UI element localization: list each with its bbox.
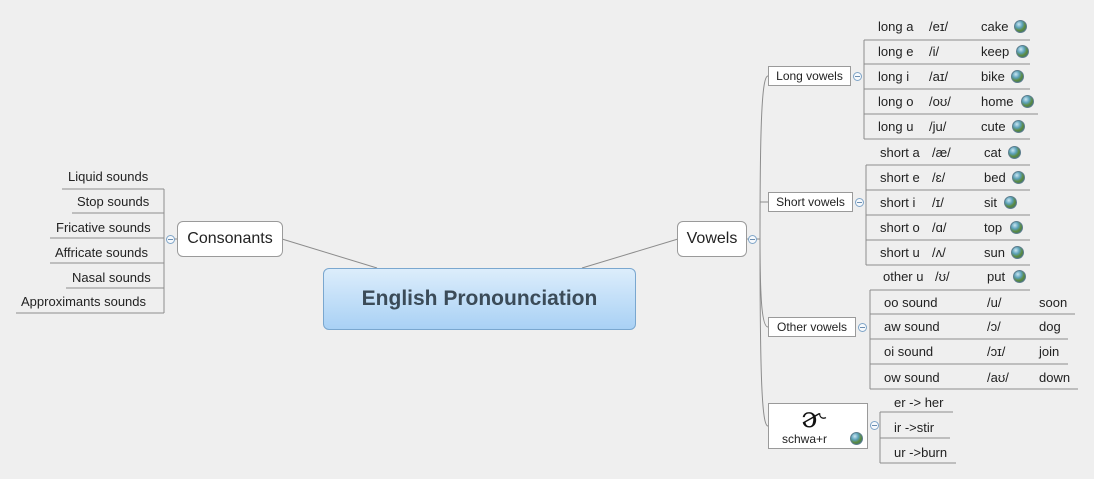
long-vowel-word: cake xyxy=(981,19,1009,34)
long-vowels-topic[interactable]: Long vowels xyxy=(768,66,851,86)
short-vowel-ipa: /ɪ/ xyxy=(932,195,944,210)
short-vowel-ipa: /ɑ/ xyxy=(932,220,947,235)
schwa-r-example[interactable]: ir ->stir xyxy=(894,420,935,435)
audio-globe-icon[interactable] xyxy=(1011,246,1024,259)
vowels-label: Vowels xyxy=(686,230,738,247)
consonant-item-liquid[interactable]: Liquid sounds xyxy=(68,169,149,184)
long-vowel-name: long e xyxy=(878,44,914,59)
long-vowels-label: Long vowels xyxy=(776,69,843,83)
schwa-r-symbol: ɚ xyxy=(801,401,825,434)
consonants-label: Consonants xyxy=(187,230,273,247)
long-vowel-ipa: /i/ xyxy=(929,44,940,59)
short-vowels-collapse-toggle[interactable] xyxy=(855,198,864,207)
schwa-r-label: schwa+r xyxy=(782,432,828,446)
consonants-topic[interactable]: Consonants xyxy=(177,221,283,257)
short-vowels-label: Short vowels xyxy=(776,195,845,209)
central-topic[interactable]: English Pronounciation xyxy=(323,268,636,330)
other-vowel-name: oi sound xyxy=(884,344,934,359)
consonant-item-fricative[interactable]: Fricative sounds xyxy=(56,220,151,235)
audio-globe-icon[interactable] xyxy=(1004,196,1017,209)
short-vowel-ipa: /æ/ xyxy=(932,145,951,160)
long-vowel-name: long u xyxy=(878,119,914,134)
long-vowels-collapse-toggle[interactable] xyxy=(853,72,862,81)
other-vowel-name: ow sound xyxy=(884,370,940,385)
schwa-r-collapse-toggle[interactable] xyxy=(870,421,879,430)
consonant-item-nasal[interactable]: Nasal sounds xyxy=(72,270,151,285)
audio-globe-icon[interactable] xyxy=(1011,70,1024,83)
other-vowel-ipa: /ʊ/ xyxy=(935,269,950,284)
audio-globe-icon[interactable] xyxy=(1010,221,1023,234)
central-topic-label: English Pronounciation xyxy=(361,287,598,310)
long-vowel-name: long i xyxy=(878,69,910,84)
other-vowel-ipa: /aʊ/ xyxy=(987,370,1009,385)
vowels-topic[interactable]: Vowels xyxy=(677,221,747,257)
vowels-collapse-toggle[interactable] xyxy=(748,235,757,244)
other-vowel-word: down xyxy=(1039,370,1071,385)
long-vowel-word: bike xyxy=(981,69,1005,84)
short-vowel-name: short u xyxy=(880,245,920,260)
long-vowel-ipa: /aɪ/ xyxy=(929,69,949,84)
short-vowel-word: bed xyxy=(984,170,1006,185)
short-vowel-name: short e xyxy=(880,170,920,185)
short-vowel-word: cat xyxy=(984,145,1002,160)
short-vowel-word: sun xyxy=(984,245,1005,260)
audio-globe-icon[interactable] xyxy=(1012,120,1025,133)
short-vowels-topic[interactable]: Short vowels xyxy=(768,192,853,212)
consonant-item-affricate[interactable]: Affricate sounds xyxy=(55,245,148,260)
other-vowel-ipa: /ɔɪ/ xyxy=(987,344,1006,359)
long-vowel-word: cute xyxy=(981,119,1006,134)
short-vowel-word: sit xyxy=(984,195,997,210)
audio-globe-icon[interactable] xyxy=(850,432,863,445)
other-vowel-word: dog xyxy=(1039,319,1061,334)
other-vowel-ipa: /ɔ/ xyxy=(987,319,1001,334)
other-vowels-label: Other vowels xyxy=(776,320,848,334)
audio-globe-icon[interactable] xyxy=(1008,146,1021,159)
audio-globe-icon[interactable] xyxy=(1016,45,1029,58)
other-vowels-collapse-toggle[interactable] xyxy=(858,323,867,332)
long-vowel-ipa: /oʊ/ xyxy=(929,94,951,109)
long-vowel-name: long a xyxy=(878,19,914,34)
audio-globe-icon[interactable] xyxy=(1012,171,1025,184)
other-vowels-topic[interactable]: Other vowels xyxy=(768,317,856,337)
long-vowel-word: keep xyxy=(981,44,1010,59)
consonant-item-approximants[interactable]: Approximants sounds xyxy=(21,294,147,309)
other-vowel-name: aw sound xyxy=(884,319,940,334)
audio-globe-icon[interactable] xyxy=(1014,20,1027,33)
other-vowel-name: other u xyxy=(883,269,924,284)
other-vowel-word: soon xyxy=(1039,295,1068,310)
short-vowel-ipa: /ɛ/ xyxy=(932,170,946,185)
short-vowel-name: short a xyxy=(880,145,920,160)
short-vowel-name: short o xyxy=(880,220,920,235)
long-vowel-ipa: /ju/ xyxy=(929,119,947,134)
schwa-r-topic[interactable]: ɚ schwa+r xyxy=(768,401,868,449)
other-vowel-word: put xyxy=(987,269,1006,284)
long-vowel-word: home xyxy=(981,94,1014,109)
consonant-item-stop[interactable]: Stop sounds xyxy=(77,194,150,209)
audio-globe-icon[interactable] xyxy=(1013,270,1026,283)
schwa-r-example[interactable]: er -> her xyxy=(894,395,944,410)
other-vowel-name: oo sound xyxy=(884,295,938,310)
long-vowel-ipa: /eɪ/ xyxy=(929,19,949,34)
schwa-r-example[interactable]: ur ->burn xyxy=(894,445,948,460)
other-vowel-ipa: /u/ xyxy=(987,295,1002,310)
short-vowel-name: short i xyxy=(880,195,916,210)
short-vowel-word: top xyxy=(984,220,1003,235)
long-vowel-name: long o xyxy=(878,94,914,109)
audio-globe-icon[interactable] xyxy=(1021,95,1034,108)
short-vowel-ipa: /ʌ/ xyxy=(932,245,946,260)
other-vowel-word: join xyxy=(1039,344,1060,359)
consonants-collapse-toggle[interactable] xyxy=(166,235,175,244)
